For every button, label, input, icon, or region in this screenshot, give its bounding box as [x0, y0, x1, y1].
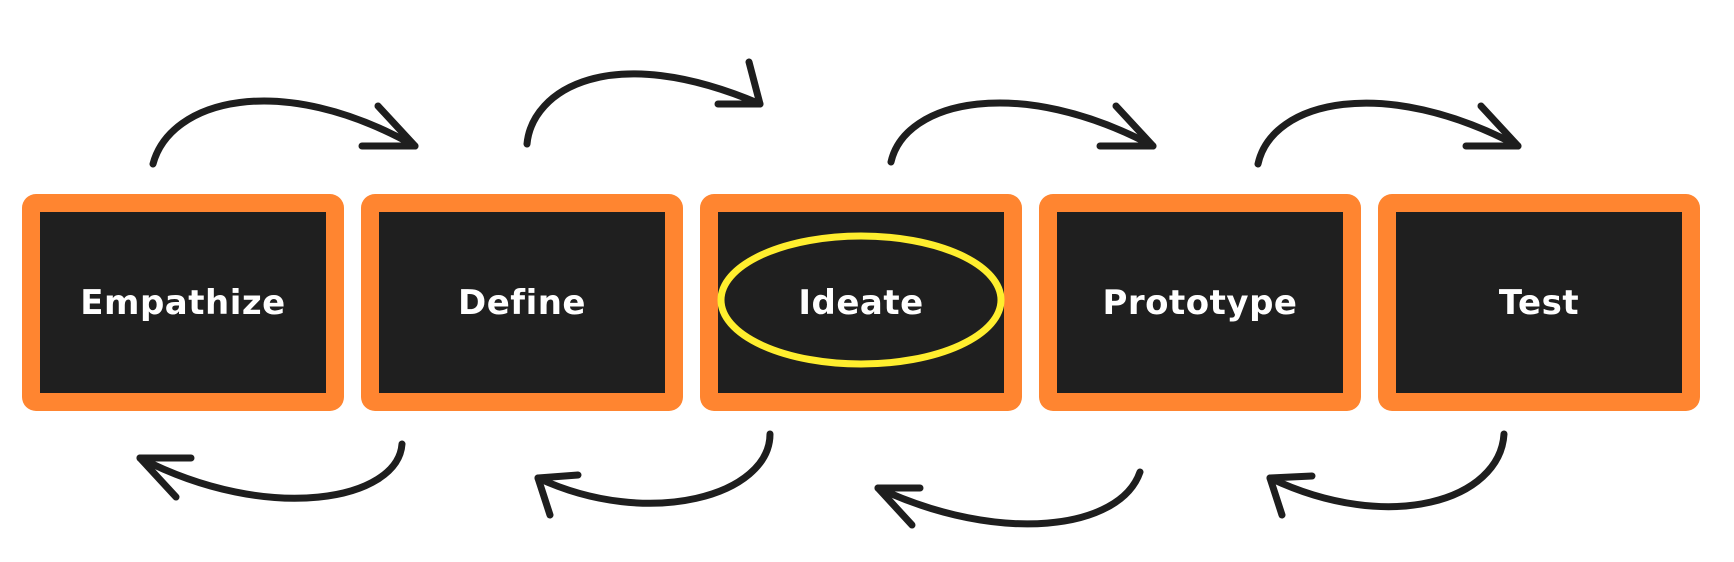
backward-arrow-ideate-define — [534, 430, 774, 519]
backward-arrow-define-empathize — [136, 440, 406, 502]
stage-prototype: Prototype — [1039, 194, 1361, 411]
forward-arrow-define-ideate — [523, 58, 764, 148]
backward-arrow-prototype-ideate — [874, 468, 1144, 529]
stage-label: Define — [458, 282, 586, 323]
backward-arrow-test-prototype — [1266, 430, 1508, 519]
stage-label: Empathize — [80, 282, 286, 323]
forward-arrow-ideate-prototype — [887, 99, 1157, 166]
stage-empathize: Empathize — [22, 194, 344, 411]
forward-arrow-prototype-test — [1254, 99, 1522, 168]
stage-test: Test — [1378, 194, 1700, 411]
stage-define: Define — [361, 194, 683, 411]
stage-label: Prototype — [1102, 282, 1298, 323]
stage-ideate: Ideate — [700, 194, 1022, 411]
stage-label: Ideate — [798, 282, 924, 323]
forward-arrow-empathize-define — [149, 97, 419, 168]
stage-label: Test — [1498, 282, 1580, 323]
